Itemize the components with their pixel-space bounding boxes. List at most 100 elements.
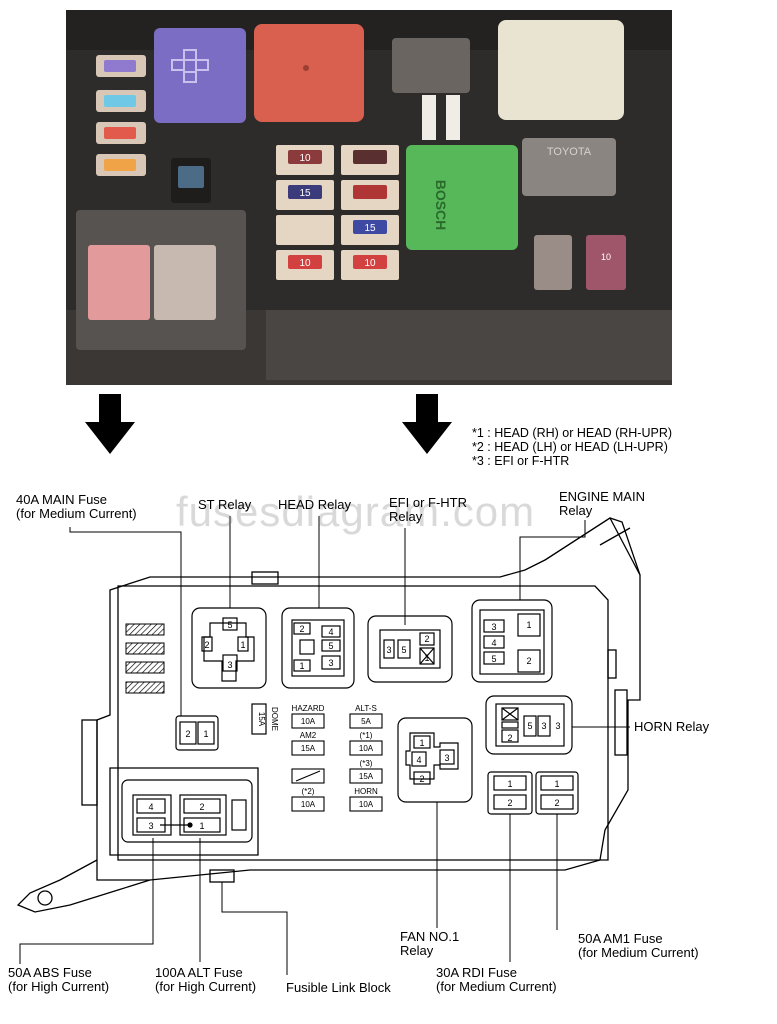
fuse-horn-rating: 10A bbox=[359, 800, 374, 809]
dome-fuse-rating: 15A bbox=[257, 712, 266, 727]
photo-fuse-label-c: 15 bbox=[364, 223, 376, 234]
fuse-plus2-rating: 10A bbox=[301, 800, 316, 809]
horn-relay-pin3: 3 bbox=[541, 721, 546, 731]
fuse-alts-rating: 5A bbox=[361, 717, 371, 726]
alt-fuse-pin1: 1 bbox=[199, 821, 204, 831]
st-relay-pin3: 3 bbox=[227, 660, 232, 670]
fuse-plus2-name: (*2) bbox=[302, 787, 315, 796]
rdi-fuse-pin2: 2 bbox=[507, 798, 512, 808]
head-relay-diagram bbox=[281, 607, 355, 689]
photo-toyota-text: TOYOTA bbox=[547, 146, 592, 158]
fan-relay-pin2: 2 bbox=[419, 774, 424, 784]
am1-fuse-pin2: 2 bbox=[554, 798, 559, 808]
am1-fuse-diagram bbox=[535, 771, 579, 815]
head-relay-pin3: 3 bbox=[328, 658, 333, 668]
fan-relay-pin4: 4 bbox=[416, 755, 421, 765]
photo-fuse-label-d: 10 bbox=[299, 258, 311, 269]
photo-fuse-label-b: 15 bbox=[299, 188, 311, 199]
horn-relay-pin5: 5 bbox=[527, 721, 532, 731]
photo-large-fuse-clear bbox=[154, 245, 216, 320]
photo-fuse-label-f: 10 bbox=[601, 252, 611, 262]
label-rdi-fuse-line2: (for Medium Current) bbox=[436, 979, 557, 994]
photo-bosch-text: BOSCH bbox=[433, 180, 449, 231]
am1-fuse-pin1: 1 bbox=[554, 779, 559, 789]
alt-fuse-pin2: 2 bbox=[199, 802, 204, 812]
left-down-arrow bbox=[85, 394, 135, 454]
st-relay-pin2: 2 bbox=[204, 640, 209, 650]
fuse-plus1-name: (*1) bbox=[360, 731, 373, 740]
label-fan-relay: FAN NO.1 Relay bbox=[400, 930, 459, 958]
head-relay-pin4: 4 bbox=[328, 627, 333, 637]
horn-relay-diagram bbox=[485, 695, 573, 755]
fuse-plus3-name: (*3) bbox=[360, 759, 373, 768]
label-efi-relay: EFI or F-HTR Relay bbox=[389, 496, 467, 524]
vent-slots bbox=[125, 623, 165, 694]
abs-fuse-pin3: 3 bbox=[148, 821, 153, 831]
label-abs-fuse: 50A ABS Fuse (for High Current) bbox=[8, 966, 109, 994]
efi-relay-pin3: 3 bbox=[386, 645, 391, 655]
label-main-fuse-40a-line2: (for Medium Current) bbox=[16, 506, 137, 521]
head-relay-pin5: 5 bbox=[328, 641, 333, 651]
label-fusible-link: Fusible Link Block bbox=[286, 980, 391, 995]
label-head-relay: HEAD Relay bbox=[278, 497, 351, 512]
photo-fuse-label-a: 10 bbox=[299, 153, 311, 164]
label-am1-fuse: 50A AM1 Fuse (for Medium Current) bbox=[578, 932, 699, 960]
label-alt-fuse: 100A ALT Fuse (for High Current) bbox=[155, 966, 256, 994]
fuse-spare bbox=[291, 768, 325, 784]
label-fan-relay-line2: Relay bbox=[400, 943, 434, 958]
right-down-arrow bbox=[402, 394, 452, 454]
photo-large-fuse-pink bbox=[88, 245, 150, 320]
label-efi-relay-line1: EFI or F-HTR bbox=[389, 495, 467, 510]
photo-fuse-orange bbox=[104, 159, 136, 171]
abs-fuse-pin4: 4 bbox=[148, 802, 153, 812]
fuse-am2-rating: 15A bbox=[301, 744, 316, 753]
label-rdi-fuse-line1: 30A RDI Fuse bbox=[436, 965, 517, 980]
photo-relay-cream bbox=[498, 20, 624, 120]
photo-relay-purple bbox=[154, 28, 246, 123]
note-2: *2 : HEAD (LH) or HEAD (LH-UPR) bbox=[472, 440, 668, 454]
fuse-plus3-rating: 15A bbox=[359, 772, 374, 781]
label-engine-main-line2: Relay bbox=[559, 503, 593, 518]
st-relay-pin1: 1 bbox=[240, 640, 245, 650]
leader-lines bbox=[19, 516, 630, 975]
label-alt-fuse-line2: (for High Current) bbox=[155, 979, 257, 994]
efi-relay-diagram bbox=[367, 615, 453, 683]
note-1: *1 : HEAD (RH) or HEAD (RH-UPR) bbox=[472, 426, 673, 440]
photo-fuse-purple bbox=[104, 60, 136, 72]
fan-relay-pin3: 3 bbox=[444, 753, 449, 763]
photo-mini-fuse-grid: 10 15 15 10 10 bbox=[276, 145, 399, 280]
horn-relay-pin3b: 3 bbox=[555, 721, 560, 731]
rdi-fuse-pin1: 1 bbox=[507, 779, 512, 789]
photo-relay-red bbox=[254, 24, 364, 122]
label-abs-fuse-line1: 50A ABS Fuse bbox=[8, 965, 92, 980]
fuse-alts-name: ALT-S bbox=[355, 704, 377, 713]
st-relay-diagram bbox=[191, 607, 267, 689]
st-relay-pin5: 5 bbox=[227, 620, 232, 630]
efi-relay-pin5: 5 bbox=[401, 645, 406, 655]
fuse-hazard-name: HAZARD bbox=[292, 704, 325, 713]
mini-fuse-grid: HAZARD 10A ALT-S 5A AM2 15A (*1) 10A (*3… bbox=[291, 704, 383, 812]
fuse-horn-name: HORN bbox=[354, 787, 378, 796]
main-fuse-40a-diagram bbox=[175, 715, 219, 751]
head-relay-pin1: 1 bbox=[299, 661, 304, 671]
dome-fuse-name: DOME bbox=[270, 707, 279, 731]
main-fuse-pin1: 1 bbox=[203, 729, 208, 739]
label-st-relay: ST Relay bbox=[198, 497, 252, 512]
engine-main-relay-diagram bbox=[471, 599, 553, 683]
label-engine-main-relay: ENGINE MAIN Relay bbox=[559, 490, 645, 518]
engine-main-pin5: 5 bbox=[491, 654, 496, 664]
efi-relay-pin2: 2 bbox=[424, 634, 429, 644]
photo-fuse-label-e: 10 bbox=[364, 258, 376, 269]
engine-main-pin4: 4 bbox=[491, 638, 496, 648]
head-relay-pin2: 2 bbox=[299, 624, 304, 634]
watermark: fusesdiagram.com bbox=[176, 488, 536, 535]
fuse-am2-name: AM2 bbox=[300, 731, 317, 740]
label-abs-fuse-line2: (for High Current) bbox=[8, 979, 110, 994]
label-am1-fuse-line2: (for Medium Current) bbox=[578, 945, 699, 960]
engine-main-pin3: 3 bbox=[491, 622, 496, 632]
photo-fuse-red bbox=[104, 127, 136, 139]
label-main-fuse-40a-line1: 40A MAIN Fuse bbox=[16, 492, 108, 507]
fuse-box-outline bbox=[16, 517, 641, 913]
fan-relay-diagram bbox=[397, 717, 473, 803]
